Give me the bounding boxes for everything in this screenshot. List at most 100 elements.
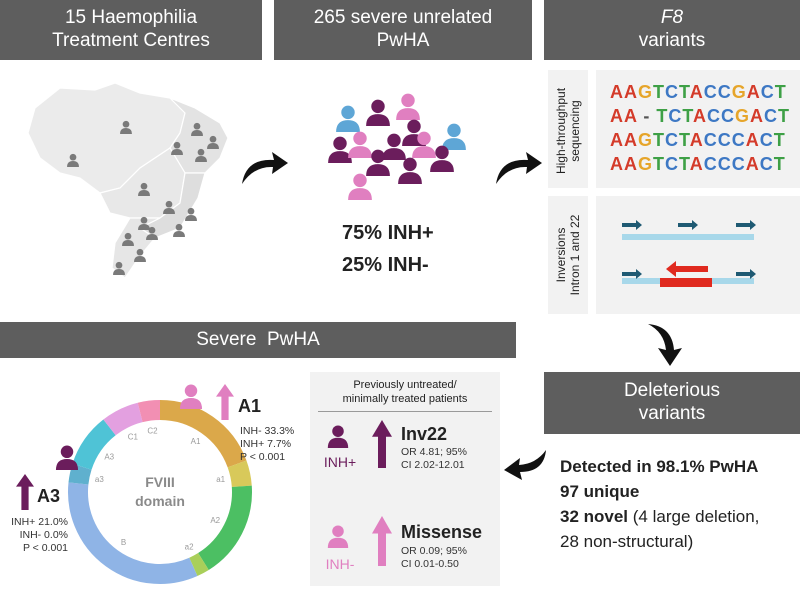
domain-segment-label: A3 (104, 452, 114, 461)
arrow-marker-icon (622, 269, 642, 279)
detected-summary: Detected in 98.1% PwHA 97 unique 32 nove… (560, 454, 796, 554)
missense-stats: OR 0.09; 95% CI 0.01-0.50 (401, 545, 467, 571)
header-pwha-line1: 265 severe unrelated (313, 7, 493, 29)
a1-stats: INH- 33.3% INH+ 7.7% P < 0.001 (240, 425, 294, 464)
nucleotide: C (717, 154, 732, 174)
inverted-segment (660, 278, 712, 287)
missense-group: INH- (325, 556, 355, 572)
detected-line1: Detected in 98.1% PwHA (560, 457, 759, 476)
patients-title-line1: Previously untreated/ (353, 379, 457, 391)
missense-or: OR 0.09; 95% (401, 545, 467, 557)
nucleotide: A (689, 154, 704, 174)
nucleotide: A (610, 130, 624, 150)
nucleotide: A (745, 130, 760, 150)
crowd-person (396, 93, 420, 120)
nucleotide: C (717, 130, 732, 150)
inv22-stats: OR 4.81; 95% CI 2.02-12.01 (401, 446, 467, 472)
detected-line3: 32 novel (4 large deletion, (560, 504, 796, 529)
header-htc-line1: 15 Haemophilia (64, 7, 198, 29)
header-htc-line2: Treatment Centres (52, 30, 210, 51)
crowd-person (328, 136, 352, 163)
a3-stat: INH+ 21.0% (11, 516, 68, 528)
inversion-arrow-icon (666, 261, 708, 277)
gene-bar-normal (622, 234, 754, 240)
domain-segment-label: B (121, 538, 126, 547)
a3-stat: P < 0.001 (22, 542, 68, 554)
nucleotide: T (653, 82, 666, 102)
nucleotide: C (668, 106, 683, 126)
domain-center-line2: domain (135, 493, 185, 509)
patients-divider (318, 411, 492, 412)
nucleotide: A (610, 106, 624, 126)
inversion-diagram (622, 220, 756, 287)
nucleotide: - (637, 106, 657, 126)
nucleotide: C (731, 154, 746, 174)
a1-person-icon (178, 383, 204, 409)
nucleotide: T (653, 130, 666, 150)
domain-segment-a2 (189, 552, 209, 577)
nucleotide: C (721, 106, 736, 126)
a3-person-icon (54, 444, 80, 470)
nucleotide: A (624, 106, 638, 126)
header-deleterious-line2: variants (638, 403, 706, 424)
curved-arrow-down-icon (648, 324, 682, 366)
arrow-marker-icon (736, 269, 756, 279)
patients-panel (310, 372, 500, 586)
header-f8-line2: variants (638, 30, 706, 51)
curved-arrow-icon (242, 152, 288, 184)
inv22-up-arrow-icon (372, 420, 392, 468)
brazil-map (27, 82, 229, 279)
a1-stat: INH+ 7.7% (240, 438, 292, 450)
domain-segment-label: a3 (95, 475, 104, 484)
a1-stat: P < 0.001 (240, 451, 286, 463)
nucleotide: T (778, 106, 791, 126)
a1-label: A1 (238, 396, 262, 416)
crowd-person (398, 157, 422, 184)
nucleotide: C (703, 82, 718, 102)
inh-negative-text: 25% INH- (342, 254, 429, 276)
domain-segment-label: C2 (147, 426, 158, 435)
domain-segment-A3 (72, 419, 116, 471)
nucleotide: C (759, 130, 774, 150)
nucleotide: A (689, 82, 704, 102)
nucleotide: T (773, 154, 786, 174)
nucleotide: T (679, 154, 690, 174)
nucleotide: A (693, 106, 708, 126)
nucleotide: C (760, 82, 775, 102)
a1-up-arrow-icon (216, 384, 234, 420)
missense-title: Missense (401, 522, 483, 542)
domain-segment-C2 (137, 400, 161, 423)
domain-segment-label: A1 (191, 437, 201, 446)
nucleotide: T (682, 106, 694, 126)
header-deleterious: Deleterious variants (544, 372, 800, 434)
map-south (111, 217, 161, 279)
nucleotide: A (750, 106, 765, 126)
detected-novel-detail: (4 large deletion, (628, 507, 760, 526)
a3-stats: INH+ 21.0% INH- 0.0% P < 0.001 (6, 516, 68, 555)
domain-segment-label: A2 (210, 516, 220, 525)
nucleotide: C (731, 130, 746, 150)
nucleotide: G (638, 82, 654, 102)
nucleotide: T (774, 82, 787, 102)
domain-segment-label: a2 (185, 543, 194, 552)
a3-label: A3 (37, 486, 61, 506)
nucleotide: G (638, 130, 654, 150)
domain-segment-A2 (197, 485, 252, 571)
nucleotide: T (679, 82, 690, 102)
domain-segment-a1 (227, 460, 252, 488)
inversions-label-line1: Inversions (554, 227, 568, 283)
domain-segment-C1 (103, 402, 143, 436)
crowd-person (442, 123, 466, 150)
sequencing-panel (596, 70, 800, 188)
nucleotide: T (773, 130, 786, 150)
domain-segment-label: a1 (216, 475, 225, 484)
sequencing-label: High-throughput sequencing (554, 72, 582, 190)
inversions-panel (596, 196, 800, 314)
nucleotide: C (759, 154, 774, 174)
inv22-group: INH+ (323, 454, 357, 470)
arrow-marker-icon (622, 220, 642, 230)
nucleotide: C (665, 82, 680, 102)
curved-arrow-icon (496, 152, 542, 184)
sequencing-label-panel (548, 70, 588, 188)
